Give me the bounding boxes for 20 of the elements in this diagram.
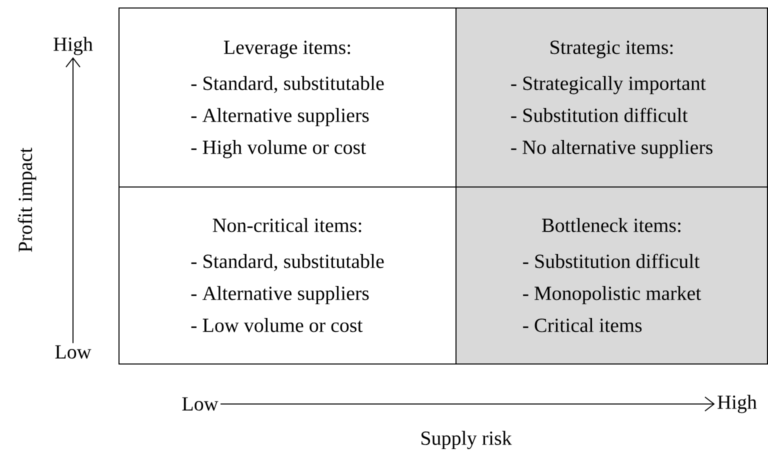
axis-level-label: Low <box>55 345 92 359</box>
quadrant-box: Non-critical items: - Standard, substitutable - Alternative suppliers - Low volume or cost <box>118 186 456 364</box>
axis-title: Profit impact <box>18 148 36 252</box>
node-label: - Monopolistic market <box>523 286 702 304</box>
node-label: - Substitution difficult <box>523 254 700 268</box>
arrow <box>220 396 715 412</box>
node-label: - Critical items <box>523 318 642 332</box>
axis-level-label: Low <box>182 397 218 411</box>
node-label: - Substitution difficult <box>511 108 688 122</box>
node-label: Strategic items: <box>550 40 673 58</box>
node-label: - Strategically important <box>511 76 706 94</box>
arrow <box>66 57 80 344</box>
axis-level-label: High <box>718 394 757 414</box>
quadrant-box: Bottleneck items: - Substitution difficult - Monopolistic market - Critical items <box>456 186 768 364</box>
axis-title: Supply risk <box>422 430 512 450</box>
node-label: - No alternative suppliers <box>511 140 712 158</box>
quadrant-box: Strategic items: - Strategically important - Substitution difficult - No alternative suppliers <box>456 8 768 188</box>
quadrant-box: Leverage items: - Standard, substitutable - Alternative suppliers - High volume or cost <box>118 8 456 188</box>
axis-level-label: High <box>54 36 93 56</box>
node-label: Bottleneck items: <box>542 218 680 232</box>
